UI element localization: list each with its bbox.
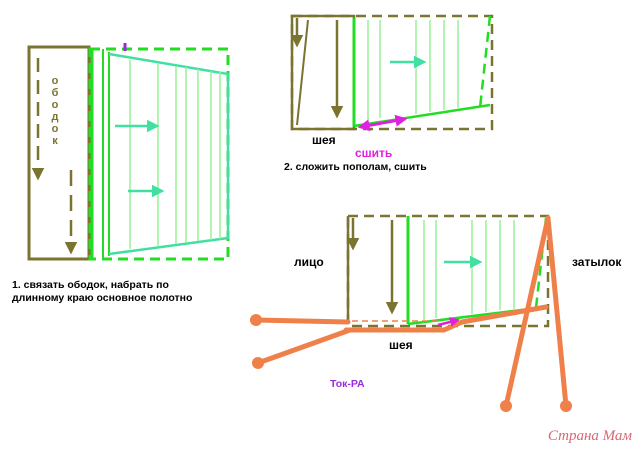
step1-band-letter: о	[52, 99, 59, 111]
step2-band-diagonal	[296, 19, 309, 126]
step2-band-rect	[290, 14, 356, 131]
step3-author-label: Ток-РА	[330, 378, 365, 390]
step2-caption: 2. сложить пополам, сшить	[284, 161, 427, 173]
step1-caption-line1: 1. связать ободок, набрать по	[12, 279, 169, 291]
watermark-text: Страна Мам	[548, 428, 633, 444]
step3-sew-arrow	[437, 317, 460, 327]
step1-band-letter: б	[52, 87, 59, 99]
step3-ties	[253, 215, 569, 409]
step1-band-letter: о	[52, 123, 59, 135]
step1-fabric-outline	[88, 47, 230, 261]
step2-sew-arrow	[357, 114, 408, 132]
step2-folded-outline	[290, 14, 494, 131]
step1-band-letter: д	[52, 111, 59, 123]
step3-stripes	[423, 220, 515, 320]
step2-fabric-bottom	[353, 103, 491, 128]
step3-face-label: лицо	[294, 255, 324, 269]
step2-diagram: шея сшить 2. сложить пополам, сшить	[284, 14, 494, 173]
step2-fabric-right	[478, 15, 492, 109]
step3-tie-ends	[250, 314, 572, 412]
step1-caption-line2: длинному краю основное полотно	[12, 292, 192, 304]
step2-sew-label: сшить	[355, 146, 392, 160]
step1-band-letter: к	[52, 135, 58, 147]
step2-stripes	[367, 20, 459, 120]
step1-fabric-shape	[108, 52, 230, 256]
step3-diagram: лицо затылок шея Ток-РА	[250, 214, 622, 412]
step1-band-letter: о	[52, 75, 59, 87]
step3-nape-label: затылок	[572, 255, 622, 269]
step2-neck-label: шея	[312, 133, 336, 147]
step1-stripes	[129, 60, 221, 249]
step3-neck-label: шея	[389, 338, 413, 352]
